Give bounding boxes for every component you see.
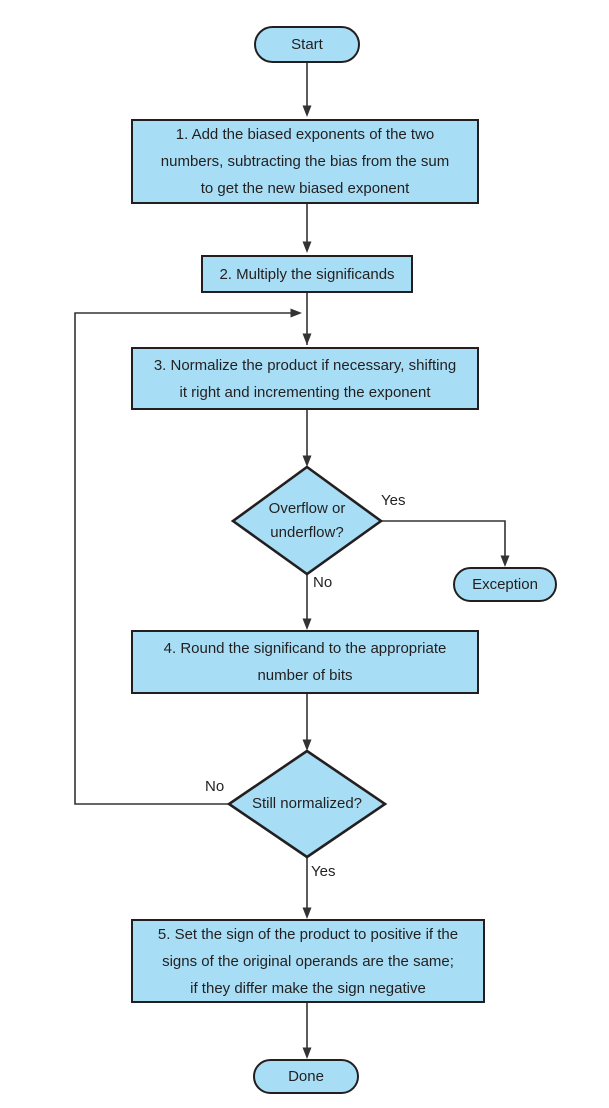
edge-overflow-no-step4 [302,574,312,630]
process-step5-line: signs of the original operands are the s… [162,952,454,970]
process-step1-line: numbers, subtracting the bias from the s… [160,153,450,170]
edge-normalized-yes-step5 [302,857,312,919]
edge-step1-step2 [302,204,312,253]
exception-label: Exception [472,576,538,593]
edge-label-normalized-no: No [205,778,225,795]
decision-still-normalized-diamond [226,749,388,859]
process-step3-line: it right and incrementing the exponent [179,383,431,401]
decision-still-normalized-label: Still normalized? [251,795,363,812]
edge-step2-step3 [302,293,312,345]
process-step2: 2. Multiply the significands [201,255,413,293]
process-step3: 3. Normalize the product if necessary, s… [131,347,479,410]
process-step5-line: if they differ make the sign negative [190,979,426,997]
edge-step5-done [302,1003,312,1059]
start-terminator: Start [254,26,360,63]
edge-start-step1 [302,63,312,117]
done-label: Done [288,1068,324,1085]
decision-overflow-diamond [230,465,384,576]
exception-terminator: Exception [453,567,557,602]
process-step4-line: number of bits [257,667,353,684]
process-step5: 5. Set the sign of the product to positi… [131,919,485,1003]
edge-step3-overflow-decision [302,410,312,467]
process-step5-line: 5. Set the sign of the product to positi… [157,925,459,943]
process-step1: 1. Add the biased exponents of the two n… [131,119,479,204]
process-step1-line: to get the new biased exponent [200,180,410,197]
process-step4: 4. Round the significand to the appropri… [131,630,479,694]
done-terminator: Done [253,1059,359,1094]
edge-label-overflow-yes: Yes [381,492,406,509]
edge-label-overflow-no: No [313,574,333,591]
edge-overflow-yes-exception [381,520,510,567]
decision-overflow-line: Overflow or [268,500,346,517]
process-step2-label: 2. Multiply the significands [219,265,395,283]
start-label: Start [291,36,323,53]
edge-step4-normalized-decision [302,694,312,751]
process-step3-line: 3. Normalize the product if necessary, s… [153,356,457,374]
edge-label-normalized-yes: Yes [311,863,336,880]
process-step4-line: 4. Round the significand to the appropri… [163,640,447,657]
decision-overflow-line: underflow? [270,524,344,541]
edge-loopback-normalized-no [74,308,302,805]
process-step1-line: 1. Add the biased exponents of the two [175,126,435,143]
decision-overflow-label: Overflow or underflow? [233,487,381,555]
